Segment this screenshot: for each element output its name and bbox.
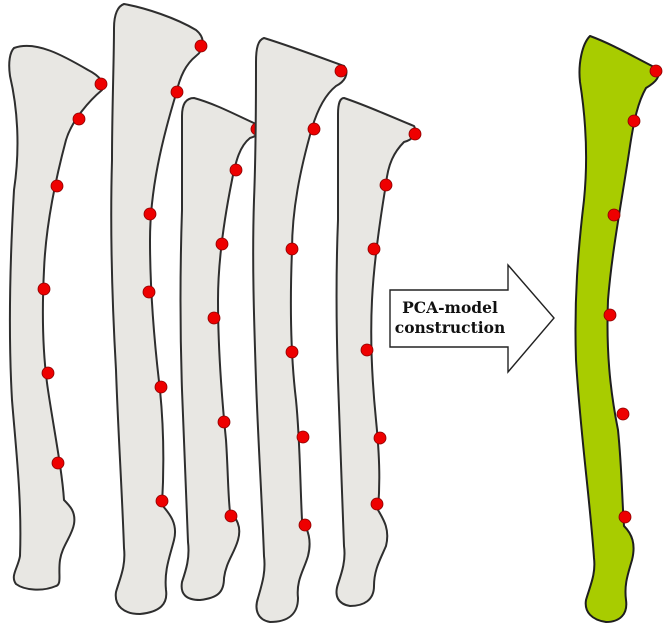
landmark-point bbox=[379, 178, 393, 192]
landmark-point bbox=[215, 237, 229, 251]
landmark-point bbox=[607, 208, 621, 222]
landmark-point bbox=[51, 456, 65, 470]
arrow-label-line-1: PCA-model bbox=[402, 298, 498, 317]
landmark-point bbox=[360, 343, 374, 357]
landmark-point bbox=[307, 122, 321, 136]
training-shape-4 bbox=[252, 37, 348, 623]
arrow-label-line-2: construction bbox=[395, 318, 505, 337]
landmark-point bbox=[603, 308, 617, 322]
landmark-point bbox=[50, 179, 64, 193]
landmark-point bbox=[367, 242, 381, 256]
landmark-point bbox=[229, 163, 243, 177]
landmark-point bbox=[37, 282, 51, 296]
landmark-point bbox=[194, 39, 208, 53]
landmark-point bbox=[170, 85, 184, 99]
landmark-point bbox=[217, 415, 231, 429]
training-shape-1 bbox=[8, 44, 108, 591]
training-shape-3 bbox=[179, 97, 264, 601]
landmark-point bbox=[296, 430, 310, 444]
landmark-point bbox=[408, 127, 422, 141]
landmark-point bbox=[154, 380, 168, 394]
landmark-point bbox=[298, 518, 312, 532]
landmark-point bbox=[285, 242, 299, 256]
landmark-point bbox=[649, 64, 663, 78]
landmark-point bbox=[143, 207, 157, 221]
landmark-point bbox=[155, 494, 169, 508]
training-shape-5 bbox=[335, 97, 422, 607]
landmark-point bbox=[618, 510, 632, 524]
landmark-point bbox=[334, 64, 348, 78]
landmark-point bbox=[72, 112, 86, 126]
landmark-point bbox=[142, 285, 156, 299]
pca-arrow: PCA-model construction bbox=[389, 263, 555, 374]
landmark-point bbox=[616, 407, 630, 421]
landmark-point bbox=[370, 497, 384, 511]
landmark-point bbox=[94, 77, 108, 91]
landmark-point bbox=[207, 311, 221, 325]
landmark-point bbox=[285, 345, 299, 359]
training-shape-2 bbox=[110, 3, 208, 615]
landmark-point bbox=[41, 366, 55, 380]
landmark-point bbox=[224, 509, 238, 523]
landmark-point bbox=[627, 114, 641, 128]
pca-model-shape bbox=[574, 35, 663, 623]
landmark-point bbox=[373, 431, 387, 445]
